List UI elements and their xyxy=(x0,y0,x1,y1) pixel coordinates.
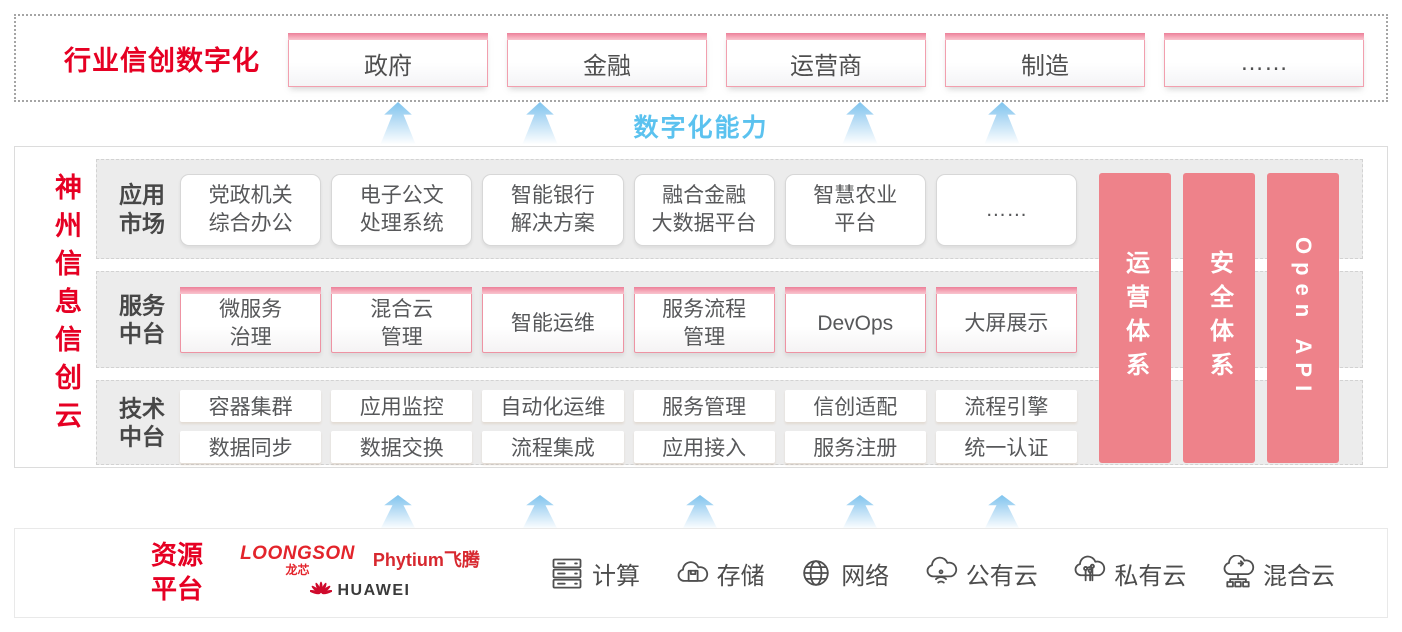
storage-cloud-icon xyxy=(677,561,708,582)
phytium-logo: Phytium飞腾 xyxy=(372,550,480,570)
tech-platform-row: 技术中台 容器集群 应用监控 自动化运维 服务管理 信创适配 流程引擎 数据同步… xyxy=(96,380,1363,465)
service-box: 混合云 管理 xyxy=(331,287,473,353)
industry-box-manufacturing: 制造 xyxy=(945,33,1145,87)
huawei-logo-text: HUAWEI xyxy=(337,582,411,599)
up-arrow-icon xyxy=(842,495,878,529)
tech-box: 应用接入 xyxy=(633,431,775,463)
resource-item-list: 计算 存储 网络 公有云 xyxy=(549,555,1335,591)
tech-box: 服务管理 xyxy=(633,390,775,422)
app-box: 融合金融 大数据平台 xyxy=(633,174,775,246)
up-arrow-icon xyxy=(984,495,1020,529)
tech-box: 数据同步 xyxy=(180,431,322,463)
resource-item-compute: 计算 xyxy=(549,555,640,591)
row-label-tech-platform: 技术中台 xyxy=(119,394,165,450)
service-box: 微服务 治理 xyxy=(180,287,322,353)
resource-item-label: 私有云 xyxy=(1114,562,1187,590)
app-market-boxes: 党政机关 综合办公 电子公文 处理系统 智能银行 解决方案 融合金融 大数据平台… xyxy=(180,174,1077,246)
industry-box-finance: 金融 xyxy=(507,33,707,87)
tech-box: 自动化运维 xyxy=(482,390,624,422)
resource-platform-title: 资源平台 xyxy=(151,540,204,604)
loongson-logo-subtext: 龙芯 xyxy=(285,563,310,577)
sidebar-open-api: Open API xyxy=(1267,173,1339,463)
banner-title: 行业信创数字化 xyxy=(64,45,260,76)
service-platform-row: 服务中台 微服务 治理 混合云 管理 智能运维 服务流程 管理 DevOps 大… xyxy=(96,271,1363,368)
tech-box: 信创适配 xyxy=(784,390,926,422)
sidebar-operation-system: 运营体系 xyxy=(1099,173,1171,463)
app-box: 智慧农业 平台 xyxy=(784,174,926,246)
resource-item-public-cloud: 公有云 xyxy=(923,555,1038,591)
resource-item-label: 混合云 xyxy=(1262,562,1335,590)
public-cloud-icon xyxy=(926,556,957,584)
platform-panel: 神州信息信创云 应用市场 党政机关 综合办公 电子公文 处理系统 智能银行 解决… xyxy=(14,146,1388,468)
platform-vertical-title: 神州信息信创云 xyxy=(51,173,81,439)
hybrid-cloud-icon xyxy=(1223,555,1255,588)
network-globe-icon xyxy=(803,560,829,586)
tech-box: 流程集成 xyxy=(482,431,624,463)
tech-box: 应用监控 xyxy=(331,390,473,422)
app-box: 智能银行 解决方案 xyxy=(482,174,624,246)
service-box: 服务流程 管理 xyxy=(633,287,775,353)
service-box: DevOps xyxy=(784,287,927,353)
loongson-logo: LOONGSON 龙芯 xyxy=(240,544,355,576)
resource-item-hybrid-cloud: 混合云 xyxy=(1220,555,1335,591)
app-market-row: 应用市场 党政机关 综合办公 电子公文 处理系统 智能银行 解决方案 融合金融 … xyxy=(96,159,1363,259)
resource-item-private-cloud: 私有云 xyxy=(1071,555,1186,591)
service-box: 大屏展示 xyxy=(935,287,1078,353)
huawei-flower-icon xyxy=(309,581,332,595)
resource-item-label: 网络 xyxy=(841,562,890,590)
huawei-logo: HUAWEI xyxy=(309,580,411,602)
industry-box-telecom: 运营商 xyxy=(726,33,926,87)
app-box: 电子公文 处理系统 xyxy=(331,174,473,246)
compute-server-icon xyxy=(552,558,582,589)
industry-box-more: …… xyxy=(1164,33,1364,87)
sidebar-security-system: 安全体系 xyxy=(1183,173,1255,463)
industry-box-list: 政府 金融 运营商 制造 …… xyxy=(288,33,1364,87)
up-arrow-icon xyxy=(380,495,416,529)
service-box: 智能运维 xyxy=(482,287,624,353)
up-arrow-icon xyxy=(522,495,558,529)
tech-box: 容器集群 xyxy=(180,390,322,422)
tech-box: 统一认证 xyxy=(935,431,1077,463)
vendor-logos: LOONGSON 龙芯 Phytium飞腾 HUAWEI xyxy=(235,544,485,602)
industry-box-government: 政府 xyxy=(288,33,488,87)
row-label-app-market: 应用市场 xyxy=(119,181,165,236)
tech-platform-boxes: 容器集群 应用监控 自动化运维 服务管理 信创适配 流程引擎 数据同步 数据交换… xyxy=(180,390,1077,463)
tech-box: 流程引擎 xyxy=(935,390,1077,422)
loongson-logo-text: LOONGSON xyxy=(240,543,355,564)
up-arrow-icon xyxy=(682,495,718,529)
resource-item-label: 存储 xyxy=(716,562,765,590)
resource-item-label: 计算 xyxy=(592,562,640,590)
service-platform-boxes: 微服务 治理 混合云 管理 智能运维 服务流程 管理 DevOps 大屏展示 xyxy=(180,287,1078,353)
resource-item-label: 公有云 xyxy=(965,562,1038,590)
capability-label: 数字化能力 xyxy=(633,114,769,142)
row-label-service-platform: 服务中台 xyxy=(119,291,165,347)
app-box-more: …… xyxy=(935,174,1077,246)
resource-item-storage: 存储 xyxy=(674,555,765,591)
tech-box: 服务注册 xyxy=(784,431,926,463)
private-cloud-icon xyxy=(1074,555,1106,582)
resource-platform-panel: 资源平台 LOONGSON 龙芯 Phytium飞腾 HUA xyxy=(14,528,1388,618)
app-box: 党政机关 综合办公 xyxy=(180,174,322,246)
resource-item-network: 网络 xyxy=(798,555,889,591)
tech-box: 数据交换 xyxy=(331,431,473,463)
industry-banner: 行业信创数字化 政府 金融 运营商 制造 …… xyxy=(14,14,1388,102)
